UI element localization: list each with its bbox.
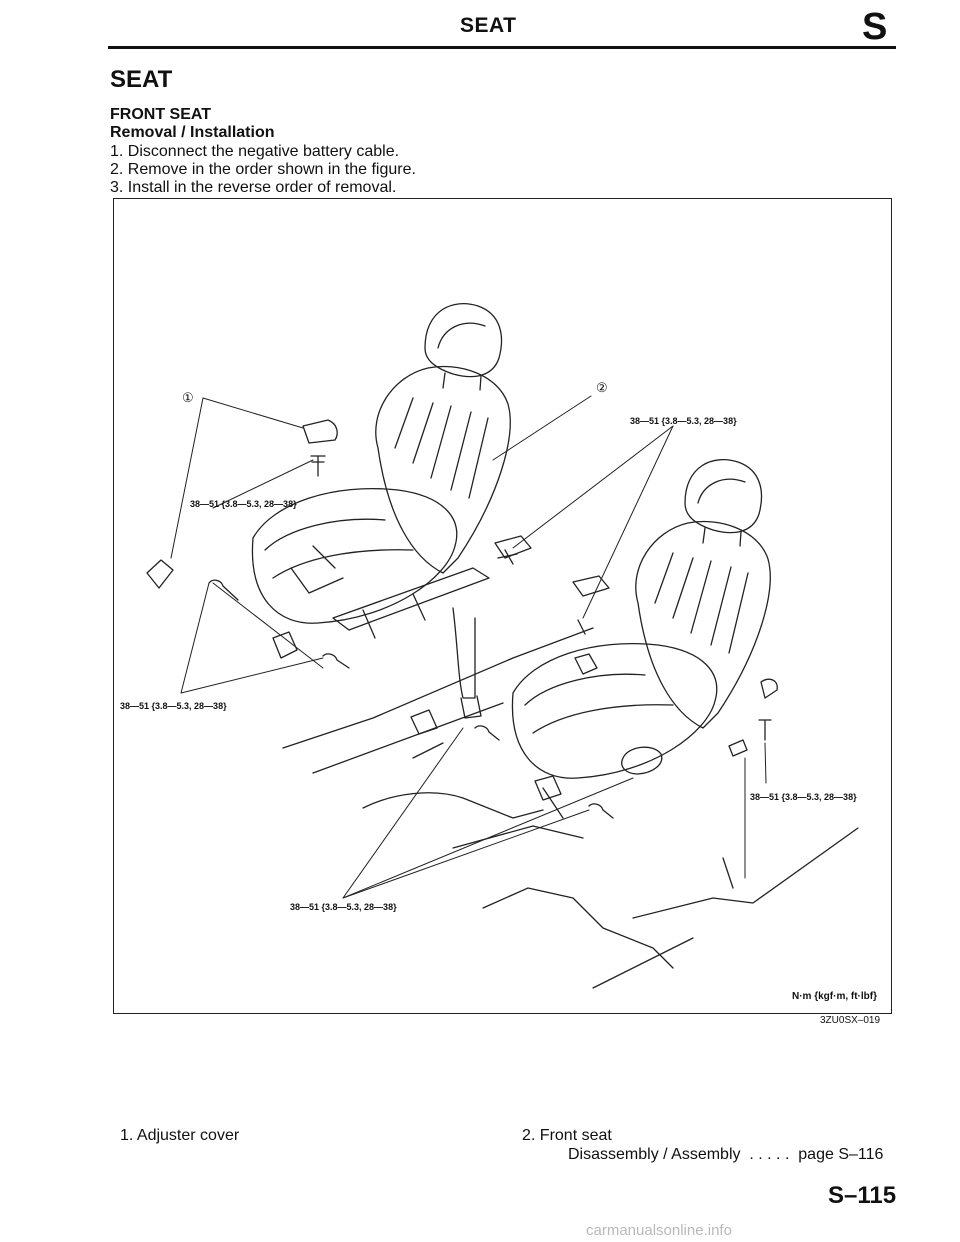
legend-item-front-seat: 2. Front seat [522,1127,612,1144]
floor-outline [282,627,859,989]
page-header-section-letter: S [862,6,888,48]
legend-item-front-seat-reference: Disassembly / Assembly . . . . . page S–… [568,1146,884,1163]
page-number: S–115 [828,1182,897,1209]
torque-spec-seat-rear: 38—51 {3.8—5.3, 28—38} [630,416,737,426]
legend-item-adjuster-cover: 1. Adjuster cover [120,1127,240,1144]
torque-spec-front-bolts: 38—51 {3.8—5.3, 28—38} [290,902,397,912]
torque-spec-adjuster: 38—51 {3.8—5.3, 28—38} [190,499,297,509]
leader-lines [170,395,767,899]
callout-2: ② [596,380,608,395]
header-rule [108,46,896,49]
procedure-title: Removal / Installation [110,124,275,141]
torque-spec-right-bolts: 38—51 {3.8—5.3, 28—38} [750,792,857,802]
procedure-step: 1. Disconnect the negative battery cable… [110,143,400,160]
torque-spec-left-bolts: 38—51 {3.8—5.3, 28—38} [120,701,227,711]
procedure-step: 3. Install in the reverse order of remov… [110,179,397,196]
right-seat-illustration [511,458,771,779]
watermark: carmanualsonline.info [586,1222,732,1239]
figure-frame [113,198,892,1014]
seat-exploded-diagram [146,302,859,989]
fastener-parts [146,419,778,819]
procedure-steps: 1. Disconnect the negative battery cable… [110,143,416,197]
section-title: SEAT [110,66,173,93]
callout-1: ① [182,390,194,405]
subsection-title: FRONT SEAT [110,106,212,123]
left-seat-illustration [251,302,511,719]
torque-unit-label: N·m {kgf·m, ft·lbf} [792,991,877,1002]
page-header-title: SEAT [460,14,517,37]
procedure-step: 2. Remove in the order shown in the figu… [110,161,416,178]
figure-code: 3ZU0SX–019 [820,1015,881,1026]
